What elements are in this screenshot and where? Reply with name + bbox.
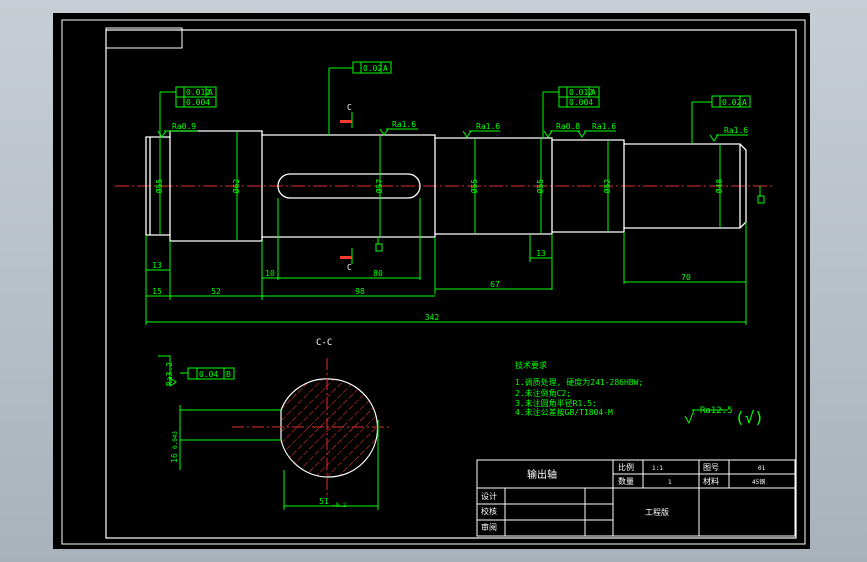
material-label: 材料 xyxy=(703,476,719,486)
tol-left-cyl: 0.004 xyxy=(186,98,210,107)
part-name: 输出轴 xyxy=(527,468,557,481)
dim-13b: 13 xyxy=(536,249,546,258)
dim-key-width-tol: 0.043 xyxy=(172,431,179,449)
tech-req-line-2: 2.未注倒角C2; xyxy=(515,388,571,398)
review-label: 审阅 xyxy=(481,522,497,532)
ra-key: Ra3.2 xyxy=(165,362,174,386)
drawing-no-value: 01 xyxy=(758,465,766,472)
ra-1: Ra0.9 xyxy=(172,122,196,131)
ra-6: Ra1.6 xyxy=(724,126,748,135)
tol-top-runout: 0.02 xyxy=(363,64,382,73)
dim-dia-52: Ø52 xyxy=(602,179,612,194)
ra-5: Ra1.6 xyxy=(592,122,616,131)
section-mark-top: C xyxy=(347,103,352,112)
tol-top-datum: A xyxy=(383,64,388,73)
dim-67: 67 xyxy=(490,280,500,289)
section-texts: C C C-C xyxy=(316,103,352,348)
tol-mid-cyl: 0.004 xyxy=(569,98,593,107)
roughness-texts: Ra0.9 Ra1.6 Ra1.6 Ra0.8 Ra1.6 Ra1.6 Ra12… xyxy=(165,120,764,427)
dim-dia-55b: Ø55 xyxy=(469,179,479,194)
design-label: 设计 xyxy=(481,491,497,501)
dim-dia-48: Ø48 xyxy=(714,179,724,194)
corner-box xyxy=(105,27,183,49)
dim-80: 80 xyxy=(373,269,383,278)
section-mark-bottom: C xyxy=(347,263,352,272)
title-block xyxy=(476,459,796,537)
ra-general: Ra12.5 xyxy=(700,406,733,416)
dimension-texts: 13 15 52 10 80 98 13 67 70 342 Ø55 Ø62 Ø… xyxy=(152,179,724,509)
section-arrows xyxy=(340,120,352,259)
tech-req-title: 技术要求 xyxy=(515,360,547,370)
cross-section xyxy=(179,358,390,510)
inner-frame xyxy=(105,29,797,539)
quantity-label: 数量 xyxy=(618,476,634,486)
dim-dia-55c: Ø55 xyxy=(535,179,545,194)
tol-key-datum: B xyxy=(226,370,231,379)
tol-right-runout: 0.02 xyxy=(722,98,741,107)
unit-label: 工程版 xyxy=(645,507,669,517)
dim-15: 15 xyxy=(152,287,162,296)
quantity-value: 1 xyxy=(668,479,672,486)
dim-342: 342 xyxy=(425,313,440,322)
tol-left-datum: A xyxy=(208,88,213,97)
tol-right-datum: A xyxy=(742,98,747,107)
dim-dia-62: Ø62 xyxy=(231,179,241,194)
dim-key-width: 16 xyxy=(170,453,179,463)
tol-left-runout: 0.012 xyxy=(186,88,210,97)
roughness-symbols xyxy=(157,128,748,425)
diameter-lines xyxy=(145,67,761,325)
tech-req-line-4: 4.未注公差按GB/T1804-M xyxy=(515,407,613,417)
material-value: 45钢 xyxy=(752,478,765,486)
tech-req-line-3: 3.未注圆角半径R1.5; xyxy=(515,398,597,408)
check-label: 校核 xyxy=(481,506,497,516)
tol-mid-runout: 0.012 xyxy=(569,88,593,97)
dim-98: 98 xyxy=(355,287,365,296)
tolerance-texts: 0.012 A 0.004 0.02 A 0.012 A 0.004 0.02 … xyxy=(186,64,747,379)
outer-frame xyxy=(61,19,806,545)
dim-dia-57: Ø57 xyxy=(374,179,384,194)
tol-key-sym: 0.04 xyxy=(199,370,218,379)
dim-10: 10 xyxy=(265,269,275,278)
dim-key-depth: 51 xyxy=(319,497,329,506)
tolerance-frames xyxy=(175,61,765,252)
dim-52: 52 xyxy=(211,287,221,296)
dim-key-depth-tol: -0.2 xyxy=(332,502,347,509)
dim-13a: 13 xyxy=(152,261,162,270)
title-block-texts: 输出轴 比例 1:1 图号 01 数量 1 材料 45钢 设计 校核 审阅 工程… xyxy=(481,462,766,532)
ra-general-mark: (√) xyxy=(735,408,764,427)
section-label: C-C xyxy=(316,338,332,348)
tech-req-line-1: 1.调质处理, 硬度为241-286HBW; xyxy=(515,377,643,387)
drawing-no-label: 图号 xyxy=(703,463,719,472)
tech-requirements: 技术要求 1.调质处理, 硬度为241-286HBW; 2.未注倒角C2; 3.… xyxy=(515,360,643,417)
ra-2: Ra1.6 xyxy=(392,120,416,129)
dim-dia-55a: Ø55 xyxy=(154,179,164,194)
ra-3: Ra1.6 xyxy=(476,122,500,131)
tol-mid-datum: A xyxy=(591,88,596,97)
dim-70: 70 xyxy=(681,273,691,282)
scale-label: 比例 xyxy=(618,462,634,472)
scale-value: 1:1 xyxy=(652,465,663,472)
ra-4: Ra0.8 xyxy=(556,122,580,131)
